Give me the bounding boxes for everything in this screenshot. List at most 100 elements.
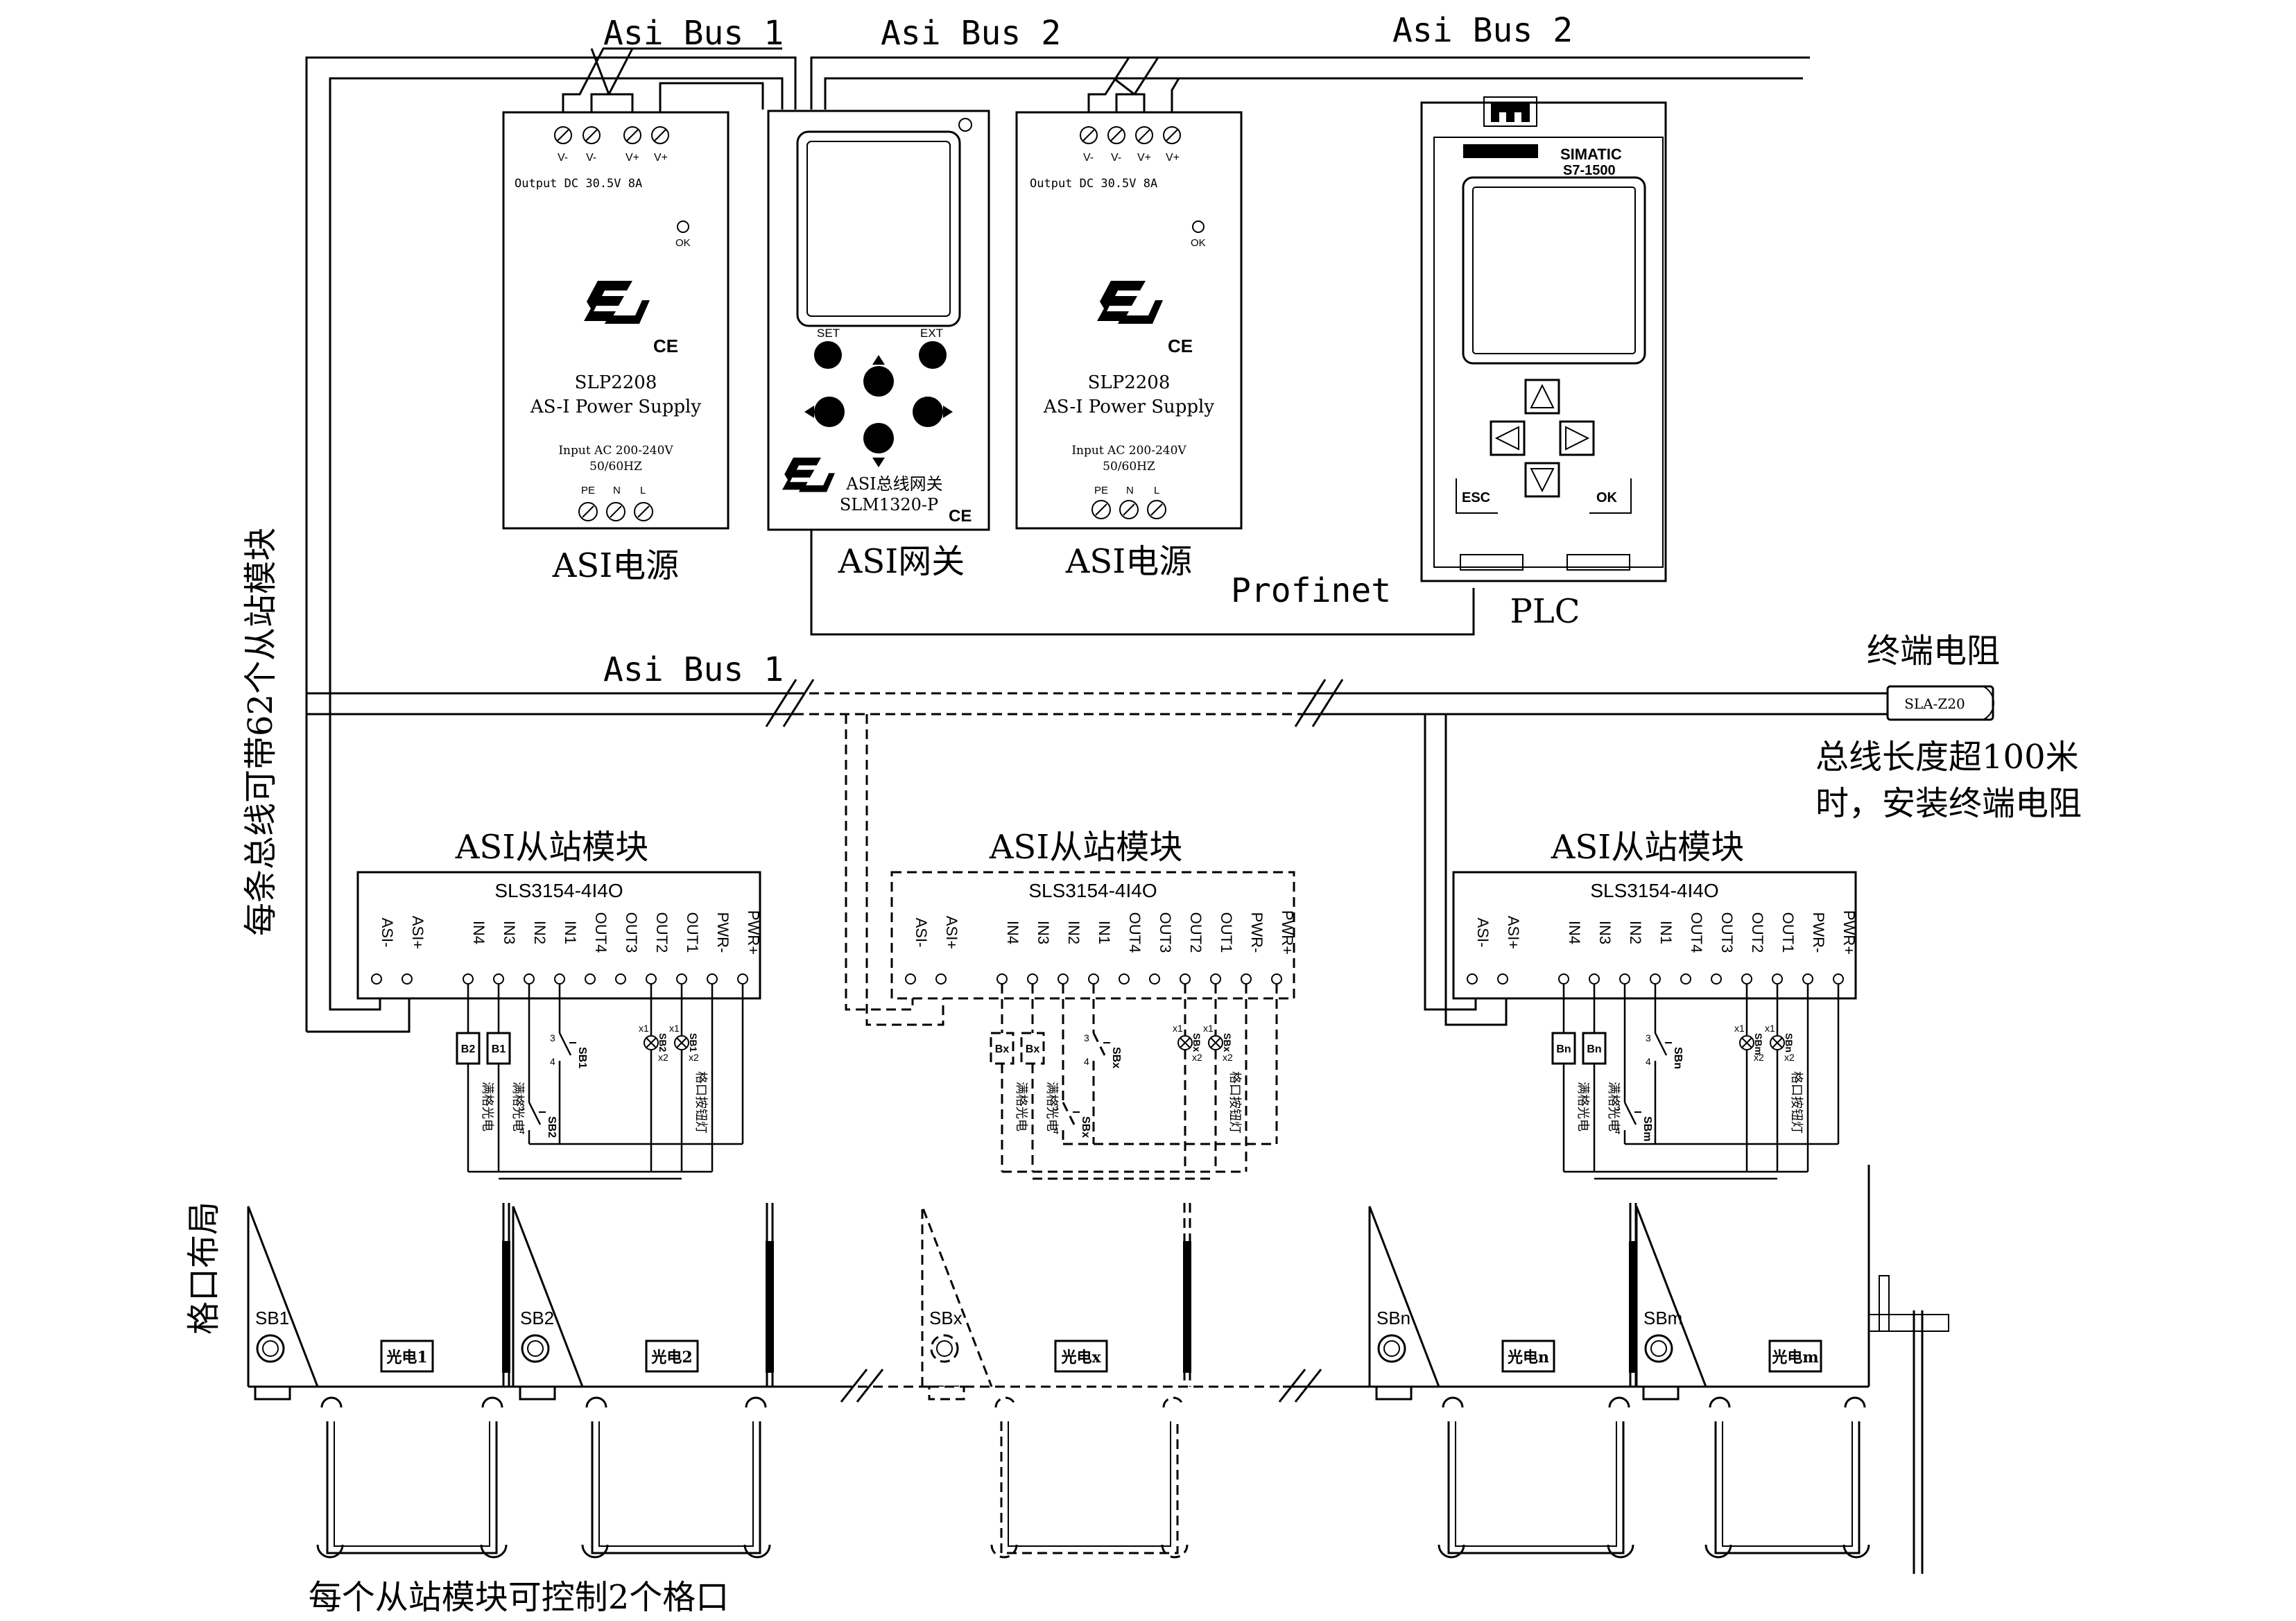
slave-pin-label: IN4: [470, 921, 487, 944]
down-button[interactable]: [863, 423, 894, 453]
switch-pin-number: 3: [1084, 1032, 1089, 1043]
plc-up-button[interactable]: [1524, 379, 1560, 415]
photo-sensor-box: [380, 1340, 434, 1373]
ok-led-icon: [1192, 220, 1205, 233]
photo-sensor-box: [1054, 1340, 1108, 1373]
lamp-x1: x1: [1203, 1023, 1214, 1034]
top-bus1-label: Asi Bus 1: [603, 14, 784, 53]
chute-button-icon: [936, 1340, 953, 1357]
mount-plate: [1375, 1385, 1413, 1401]
photo-sensor-box: [1768, 1340, 1822, 1373]
slave-pin-label: ASI-: [1474, 918, 1492, 948]
psu1-name: AS-I Power Supply: [530, 397, 701, 417]
photo-sensor-icon: [456, 1032, 481, 1065]
plc-caption: PLC: [1510, 592, 1580, 631]
plc-esc-button[interactable]: ESC: [1462, 490, 1490, 505]
chute-button-icon: [262, 1340, 279, 1357]
switch-pin-number: 4: [550, 1056, 555, 1067]
plc-left-button[interactable]: [1490, 420, 1526, 456]
switch-label: SB1: [576, 1047, 588, 1068]
chute-button-label: SBx: [929, 1308, 963, 1328]
button-mount: [247, 1206, 319, 1387]
slave-pin-label: ASI-: [379, 918, 396, 948]
lamp-label: SB1: [688, 1033, 699, 1052]
ext-button[interactable]: [919, 341, 947, 369]
slave-pin-label: PWR-: [1810, 912, 1827, 953]
divider-post-1: [502, 1203, 510, 1387]
lamp-x1: x1: [1734, 1023, 1745, 1034]
roller-icon: [1438, 1544, 1465, 1559]
slave-body: [890, 871, 1295, 1000]
chute-frame: [598, 1421, 754, 1547]
pin-terminal-icon: [402, 973, 413, 985]
psu2-term-n: N: [1126, 485, 1134, 496]
button-lamp-icon: [676, 1037, 687, 1048]
push-switch-icon: [528, 1102, 542, 1125]
slave-pin-label: OUT4: [1126, 912, 1143, 953]
switch-pin-number: 3: [519, 1102, 525, 1113]
roller-icon: [1704, 1544, 1732, 1559]
slave-model: SLS3154-4I4O: [1028, 880, 1157, 901]
bottom-terminals: [578, 502, 653, 521]
switch-pin-number: 3: [550, 1032, 555, 1043]
plc-ok-button[interactable]: OK: [1596, 490, 1618, 505]
plc-brand: SIMATIC: [1560, 146, 1622, 163]
switch-label: SBn: [1672, 1047, 1684, 1069]
arrow-up-icon: [872, 355, 885, 365]
slave-model: SLS3154-4I4O: [1590, 880, 1718, 901]
psu1-ok-text: OK: [675, 237, 691, 249]
pin-terminal-icon: [1119, 973, 1130, 985]
photo-sensor-label: 光电n: [1507, 1349, 1549, 1367]
psu2-term-vminus-b: V-: [1111, 152, 1121, 164]
post-bar: [1629, 1241, 1637, 1373]
plc-down-button[interactable]: [1524, 462, 1560, 498]
plc-left-arrow-icon: [1494, 426, 1519, 451]
psu1-term-l: L: [640, 485, 646, 496]
slave-pin-label: IN3: [1596, 921, 1614, 944]
left-button[interactable]: [814, 397, 845, 427]
pin-terminal-icon: [585, 973, 596, 985]
top-terminals: [1080, 126, 1181, 144]
plc-right-button[interactable]: [1559, 420, 1595, 456]
lamp-type-label: 格口按钮灯: [1789, 1071, 1804, 1134]
roller-icon: [1161, 1544, 1189, 1559]
slave-pin-label: ASI+: [409, 916, 426, 949]
hinge-icon: [1844, 1396, 1866, 1408]
hinge-icon: [994, 1396, 1017, 1408]
switch-pin-number: 3: [1615, 1102, 1621, 1113]
chute-frame: [1008, 1421, 1171, 1547]
pin-terminal-icon: [1711, 973, 1722, 985]
arrow-down-icon: [872, 458, 885, 467]
psu2-model: SLP2208: [1088, 372, 1171, 393]
slave-body: [356, 871, 761, 1000]
lamp-type-label: 格口按钮灯: [693, 1071, 708, 1134]
switch-label: SBx: [1110, 1047, 1122, 1068]
sensor-type-label: 满格光电: [1576, 1082, 1590, 1132]
switch-pin-number: 4: [519, 1125, 525, 1136]
sensor-label: Bx: [995, 1043, 1010, 1055]
slave-pin-label: IN1: [562, 921, 579, 944]
slave-pin-label: ASI+: [1505, 916, 1522, 949]
lamp-label: SB2: [657, 1033, 668, 1052]
hinge-icon: [745, 1396, 767, 1408]
psu1-input-line2: 50/60HZ: [589, 460, 642, 474]
chute-button-icon: [1377, 1334, 1406, 1363]
slave-pin-label: PWR+: [1840, 910, 1858, 955]
photo-sensor-icon: [1551, 1032, 1576, 1065]
lamp-x2: x2: [658, 1052, 668, 1063]
lamp-x1: x1: [669, 1023, 680, 1034]
arrow-left-icon: [804, 406, 814, 418]
sensor-type-label: 满格光电: [510, 1082, 525, 1132]
terminator-model: SLA-Z20: [1904, 695, 1965, 712]
slave-pin-label: IN2: [531, 921, 549, 944]
psu1-ce-mark: CE: [653, 336, 678, 356]
photo-sensor-label: 光电m: [1771, 1349, 1818, 1367]
up-button[interactable]: [863, 366, 894, 397]
sensor-type-label: 满格光电: [1606, 1082, 1621, 1132]
right-button[interactable]: [913, 397, 943, 427]
set-button[interactable]: [814, 341, 842, 369]
pin-terminal-icon: [1497, 973, 1508, 985]
